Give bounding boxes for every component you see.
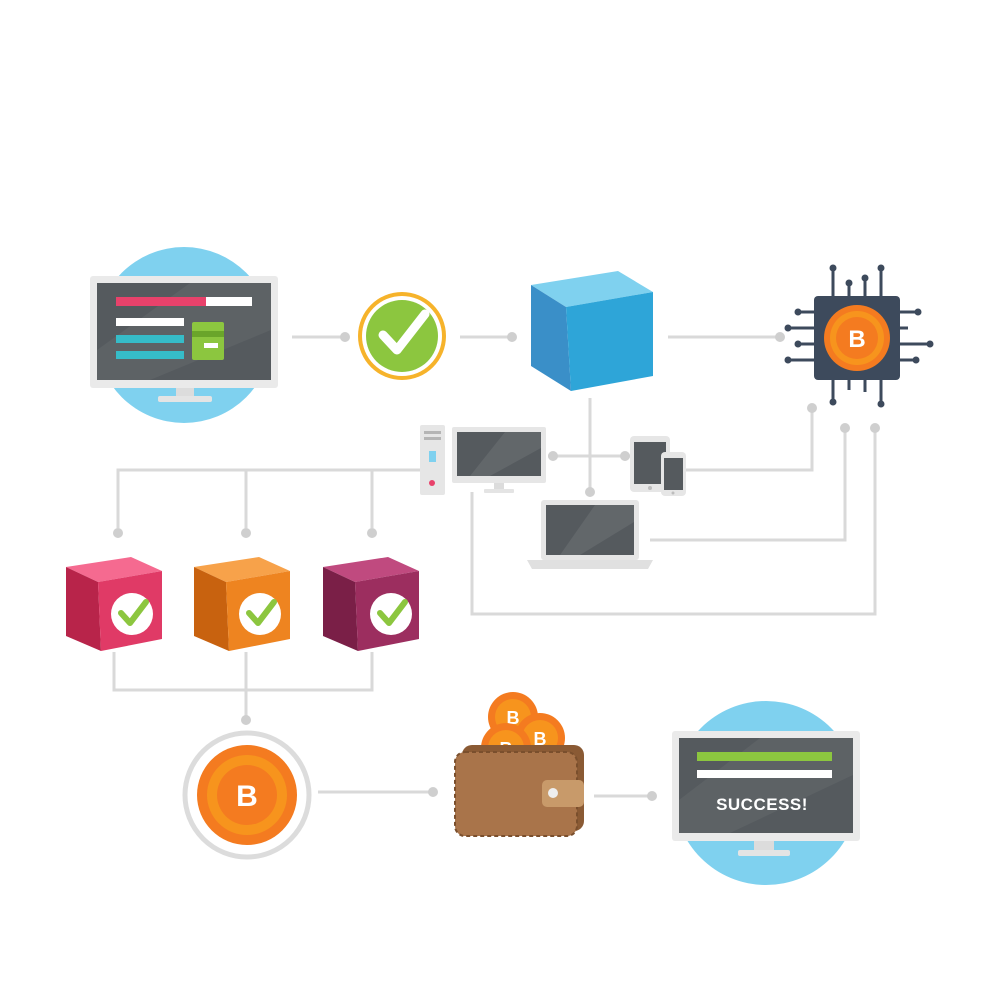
bitcoin-chip-icon: B [784, 264, 934, 408]
svg-text:B: B [507, 708, 520, 728]
orange-verified-cube-icon [194, 557, 290, 651]
blue-cube-icon [531, 271, 653, 391]
monitor-success-icon: SUCCESS! [672, 701, 860, 885]
connector-lines [112, 335, 877, 798]
monitor-icon [452, 427, 546, 493]
monitor-form-icon [90, 247, 278, 423]
bitcoin-coin-icon: B [182, 730, 312, 860]
success-message: SUCCESS! [716, 795, 808, 814]
bitcoin-symbol: B [848, 326, 865, 353]
checkmark-badge-icon [358, 292, 446, 380]
connector-dots [113, 332, 880, 801]
purple-verified-cube-icon [323, 557, 419, 651]
tablet-phone-icon [630, 436, 686, 496]
pink-verified-cube-icon [66, 557, 162, 651]
bitcoin-symbol: B [236, 780, 258, 813]
laptop-icon [527, 500, 653, 569]
desktop-tower-icon [420, 425, 445, 495]
svg-text:B: B [534, 729, 547, 749]
wallet-coins-icon: B B B [454, 692, 584, 837]
